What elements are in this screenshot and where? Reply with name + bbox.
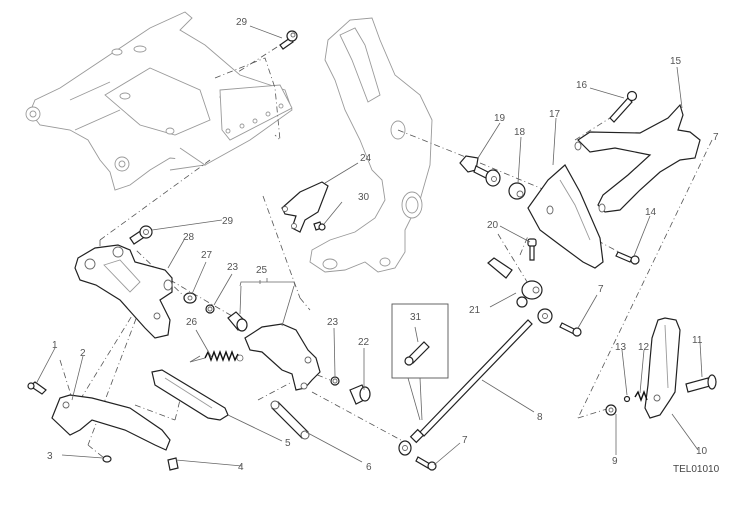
callout-4[interactable]: 4 bbox=[238, 462, 244, 473]
frame-plate-part bbox=[309, 17, 433, 273]
passenger-bracket-15[interactable] bbox=[574, 103, 701, 213]
detent-ball-13[interactable] bbox=[623, 395, 631, 403]
joint-21[interactable] bbox=[487, 257, 543, 308]
callout-24[interactable]: 24 bbox=[360, 153, 372, 164]
callout-10[interactable]: 10 bbox=[696, 446, 708, 457]
callout-22[interactable]: 22 bbox=[358, 337, 370, 348]
callout-19[interactable]: 19 bbox=[494, 113, 506, 124]
callout-25[interactable]: 25 bbox=[256, 265, 268, 276]
callout-17[interactable]: 17 bbox=[549, 109, 561, 120]
rubber-bush-18[interactable] bbox=[508, 182, 526, 200]
gear-lever-rubber-6[interactable] bbox=[270, 400, 310, 440]
subframe-part bbox=[25, 11, 293, 191]
callout-7-upper[interactable]: 7 bbox=[598, 284, 604, 295]
detail-inset-31 bbox=[391, 303, 449, 421]
callout-labels: 29 1 2 3 4 5 6 7 7 7 8 9 10 11 12 13 14 … bbox=[47, 17, 720, 475]
callout-27[interactable]: 27 bbox=[201, 250, 213, 261]
callout-13[interactable]: 13 bbox=[615, 342, 627, 353]
bolt-7-lower[interactable] bbox=[415, 456, 437, 471]
callout-2[interactable]: 2 bbox=[80, 348, 86, 359]
leader-lines bbox=[35, 25, 703, 467]
callout-11[interactable]: 11 bbox=[692, 335, 703, 346]
bolt-14[interactable] bbox=[615, 251, 640, 265]
callout-8[interactable]: 8 bbox=[537, 412, 543, 423]
gear-lever-25[interactable] bbox=[244, 323, 321, 391]
callout-6[interactable]: 6 bbox=[366, 462, 372, 473]
footpeg-2[interactable] bbox=[51, 394, 171, 451]
bolt-29[interactable] bbox=[129, 225, 153, 245]
callout-18[interactable]: 18 bbox=[514, 127, 526, 138]
callout-9[interactable]: 9 bbox=[612, 456, 618, 467]
clip-3[interactable] bbox=[102, 455, 112, 463]
callout-21[interactable]: 21 bbox=[469, 305, 481, 316]
callout-23-right[interactable]: 23 bbox=[327, 317, 339, 328]
screw-20[interactable] bbox=[527, 238, 537, 261]
callout-23-left[interactable]: 23 bbox=[227, 262, 239, 273]
callout-7-lower[interactable]: 7 bbox=[462, 435, 468, 446]
callout-1[interactable]: 1 bbox=[52, 340, 58, 351]
callout-12[interactable]: 12 bbox=[638, 342, 650, 353]
callout-32[interactable]: 29 bbox=[236, 17, 248, 28]
callout-3[interactable]: 3 bbox=[47, 451, 53, 462]
callout-30[interactable]: 30 bbox=[358, 192, 370, 203]
bolt-32[interactable] bbox=[279, 30, 298, 50]
screw-30[interactable] bbox=[313, 221, 326, 231]
detent-spring-12[interactable] bbox=[634, 390, 648, 402]
bracket-24[interactable] bbox=[281, 181, 329, 233]
bolt-11[interactable] bbox=[685, 374, 717, 393]
footpeg-rubber-5[interactable] bbox=[151, 369, 229, 421]
eye-joint-19[interactable] bbox=[459, 155, 501, 187]
callout-20[interactable]: 20 bbox=[487, 220, 499, 231]
rear-bracket-17[interactable] bbox=[527, 164, 604, 269]
washer-9[interactable] bbox=[605, 404, 617, 416]
bolt-16[interactable] bbox=[609, 90, 638, 123]
washer-27[interactable] bbox=[183, 292, 197, 304]
passenger-peg-10[interactable] bbox=[644, 317, 681, 419]
footpeg-bracket-28[interactable] bbox=[74, 244, 173, 339]
callout-7-right[interactable]: 7 bbox=[713, 132, 719, 143]
callout-26[interactable]: 26 bbox=[186, 317, 198, 328]
pivot-pin-22[interactable] bbox=[349, 384, 371, 405]
callout-28[interactable]: 28 bbox=[183, 232, 195, 243]
o-ring-23-right[interactable] bbox=[330, 376, 340, 386]
bolt-7-upper[interactable] bbox=[559, 322, 582, 337]
drawing-code: TEL01010 bbox=[673, 464, 720, 475]
callout-29[interactable]: 29 bbox=[222, 216, 234, 227]
pin-1[interactable] bbox=[27, 381, 47, 395]
spring-26[interactable] bbox=[189, 350, 244, 363]
callout-5[interactable]: 5 bbox=[285, 438, 291, 449]
screw-4[interactable] bbox=[167, 457, 179, 471]
callout-15[interactable]: 15 bbox=[670, 56, 682, 67]
bushing-25[interactable] bbox=[227, 311, 248, 332]
o-ring-23-left[interactable] bbox=[205, 304, 215, 314]
linkage-rod-8[interactable] bbox=[398, 308, 553, 456]
callout-16[interactable]: 16 bbox=[576, 80, 588, 91]
callout-31[interactable]: 31 bbox=[410, 312, 422, 323]
callout-14[interactable]: 14 bbox=[645, 207, 657, 218]
